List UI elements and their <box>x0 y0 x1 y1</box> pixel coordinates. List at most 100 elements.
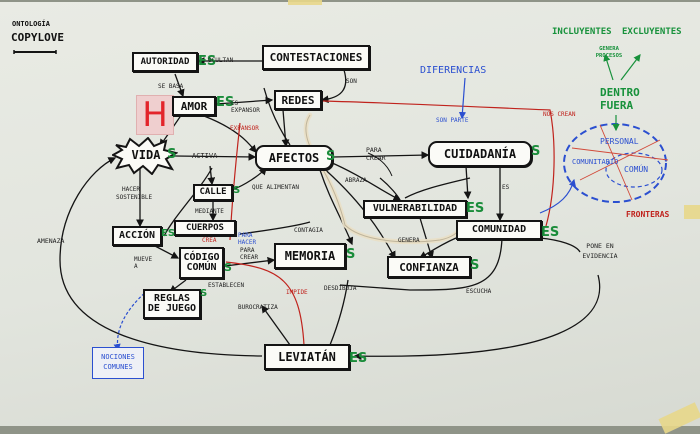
node-redes: REDES <box>274 90 322 110</box>
edge-red-redes-comunidad <box>321 100 555 227</box>
node-reglas-de-juego: REGLAS DE JUEGO <box>143 289 201 319</box>
node-calle: CALLE <box>193 184 233 201</box>
label-personal: PERSONAL <box>600 137 639 146</box>
suffix-accion: ES <box>161 228 176 239</box>
rope <box>303 112 465 245</box>
edge-amor-redes <box>215 96 274 105</box>
node-memoria: MEMORIA <box>274 243 346 269</box>
label-para-hacer: PARA HACER <box>238 232 257 247</box>
label-excluyentes: EXCLUYENTES <box>622 27 682 37</box>
suffix-confianza: S <box>470 258 480 273</box>
label-comun: COMÚN <box>624 165 649 174</box>
tape-right <box>684 205 700 219</box>
edge-abraza <box>379 177 401 201</box>
label-desdibuja: DESDIBUJA <box>324 285 357 292</box>
label-crea-red: CREA <box>202 237 217 244</box>
edge-diferencias <box>458 77 467 120</box>
label-contagia: CONTAGIA <box>294 227 323 234</box>
red-hatch-3 <box>599 124 633 201</box>
suffix-amor: ES <box>216 95 235 110</box>
node-codigo-comun: CÓDIGO COMÚN <box>179 247 224 279</box>
suffix-comunidad: ES <box>541 225 560 240</box>
label-impide: IMPIDE <box>286 289 308 296</box>
label-diferencias: DIFERENCIAS <box>420 65 487 76</box>
label-expansor-red: EXPANSOR <box>230 125 259 132</box>
node-confianza: CONFIANZA <box>387 256 471 278</box>
edge-escucha <box>339 237 503 291</box>
edge-evidencia-leviatan <box>353 274 601 361</box>
suffix-vulnerabilidad: ES <box>466 201 485 216</box>
node-vida-burst <box>112 137 178 175</box>
tape-top <box>288 0 322 5</box>
suffix-reglas: S <box>200 288 208 299</box>
label-nos-crean: NOS CREAN <box>543 111 576 118</box>
title-line2: COPYLOVE <box>11 31 64 44</box>
edge-afectos-up <box>263 87 291 146</box>
label-fronteras: FRONTERAS <box>626 210 670 219</box>
edge-vida-afectos <box>174 153 257 161</box>
edge-afectos-memoria <box>319 169 354 246</box>
label-fuera: FUERA <box>600 99 634 112</box>
box-nociones-comunes: NOCIONES COMUNES <box>92 347 144 379</box>
edge-leviatan-burocratiza <box>261 304 291 346</box>
edge-leviatan-amenaza <box>59 157 263 357</box>
edge-comunidad-evidencia <box>539 237 581 253</box>
label-burocratiza: BUROCRATIZA <box>238 304 278 311</box>
edge-afectos-vulnerabilidad <box>329 161 402 201</box>
node-cuerpos: CUERPOS <box>174 220 236 236</box>
edge-redes-afectos <box>281 109 290 148</box>
node-leviatan: LEVIATÁN <box>264 344 350 370</box>
label-genera-procesos: GENERA PROCESOS <box>595 46 623 59</box>
node-cuidadania: CUIDADANÍA <box>428 141 532 167</box>
label-son: SON <box>346 78 357 85</box>
label-establecen: ESTABLECEN <box>208 282 245 289</box>
node-vida: VIDA <box>131 148 161 162</box>
edge-accion-activa <box>163 167 213 237</box>
suffix-leviatan: ES <box>349 351 368 366</box>
node-vulnerabilidad: VULNERABILIDAD <box>363 200 467 218</box>
edge-afectos-cuidadania <box>332 151 430 160</box>
suffix-autoridad: ES <box>198 54 217 69</box>
label-comunitario: COMUNITARIO <box>572 158 619 166</box>
edge-amor-afectos <box>203 115 257 153</box>
h-mark: H <box>136 95 174 135</box>
node-amor: AMOR <box>172 96 216 116</box>
edge-cuidadania-abraza <box>404 177 471 199</box>
label-genera: GENERA <box>398 237 420 244</box>
node-comunidad: COMUNIDAD <box>456 220 542 240</box>
label-pone-en-evidencia: PONE EN EVIDENCIA <box>582 242 618 260</box>
edge-green-excl <box>620 54 641 81</box>
label-son-parte: SON PARTE <box>436 117 469 124</box>
label-es-expansor: ES EXPANSOR <box>231 100 260 115</box>
label-ocultan: OCULTAN <box>208 57 234 64</box>
suffix-cuidadania: S <box>531 144 541 159</box>
node-afectos: AFECTOS <box>255 145 333 170</box>
label-se-basa: SE BASA <box>158 83 184 90</box>
label-dentro: DENTRO <box>600 86 640 99</box>
edge-codigo-memoria <box>224 256 276 267</box>
label-que-alimentan: QUE ALIMENTAN <box>252 184 299 191</box>
label-abraza: ABRAZA <box>345 177 367 184</box>
suffix-vida: S <box>167 147 177 162</box>
label-amenaza: AMENAZA <box>37 237 65 245</box>
red-hatch-2 <box>579 139 661 181</box>
title-line1: ONTOLOGÍA <box>12 20 50 28</box>
label-para-crear-small: PARA CREAR <box>240 247 259 262</box>
nociones-comunes-text: NOCIONES COMUNES <box>101 353 135 371</box>
label-incluyentes: INCLUYENTES <box>552 27 612 37</box>
label-es: ES <box>502 184 510 191</box>
edge-comunidad-circle <box>539 178 576 214</box>
edge-green-incl <box>603 53 614 81</box>
edge-accion-codigo <box>154 245 180 259</box>
edge-cuerpos-contagia <box>239 221 311 235</box>
label-activa: ACTIVA <box>192 152 218 160</box>
suffix-memoria: S <box>346 247 356 262</box>
label-mediante: MEDIANTE <box>195 208 224 215</box>
edge-red-impide <box>225 261 305 346</box>
suffix-codigo: S <box>224 261 232 274</box>
label-para-crear: PARA CREAR <box>366 146 386 162</box>
node-accion: ACCIÓN <box>112 226 162 246</box>
edge-abraza-in <box>367 152 393 177</box>
edge-cuidadania-vulnerabilidad <box>463 165 472 200</box>
